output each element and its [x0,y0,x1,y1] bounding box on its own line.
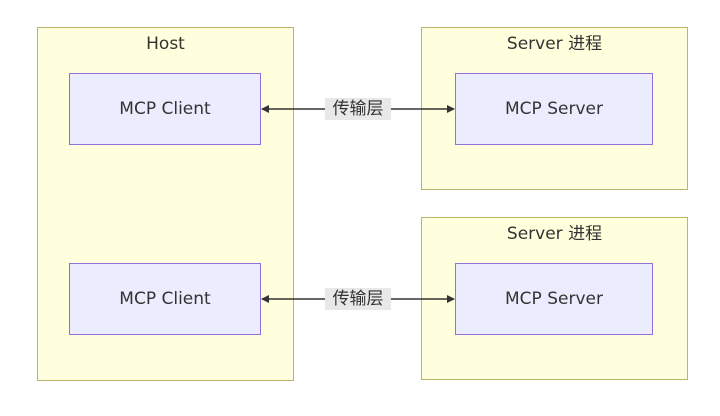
host-title: Host [146,34,185,54]
mcp-server-node-2[interactable]: MCP Server [455,263,653,335]
mcp-server-node-1[interactable]: MCP Server [455,73,653,145]
server-group-title: Server 进程 [506,224,603,244]
mcp-client-node-2[interactable]: MCP Client [69,263,261,335]
transport-edge-label: 传输层 [325,288,391,310]
transport-edge-label: 传输层 [325,98,391,120]
mcp-client-node-1[interactable]: MCP Client [69,73,261,145]
server-group-title: Server 进程 [506,34,603,54]
